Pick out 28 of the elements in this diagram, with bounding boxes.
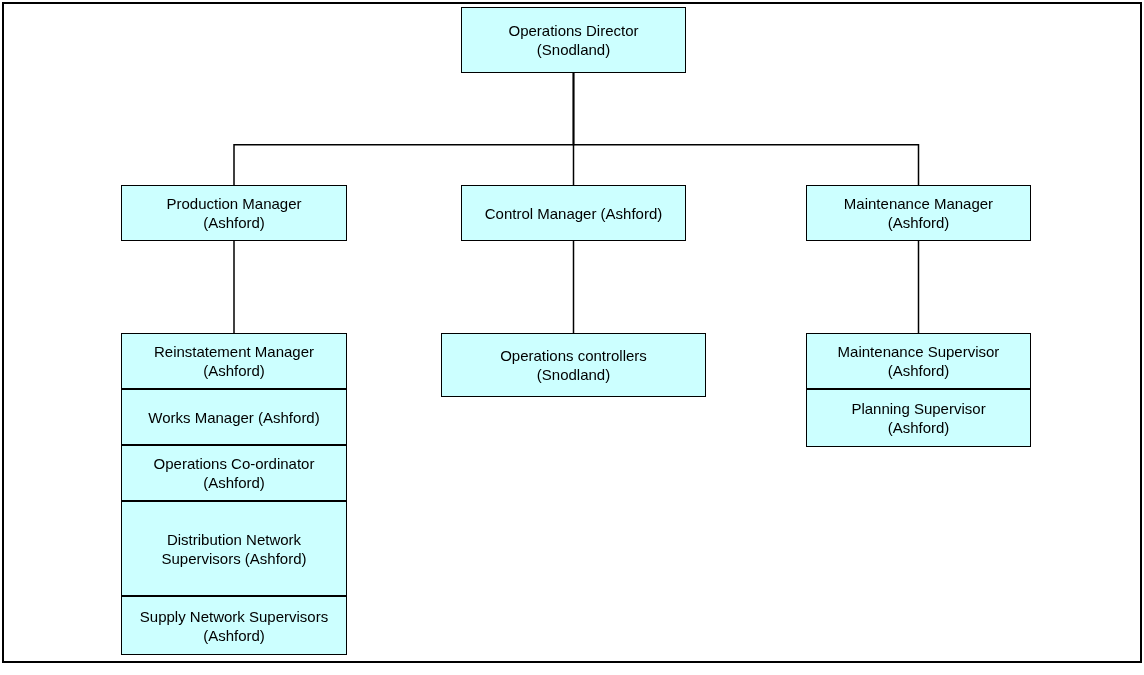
org-box [121,501,347,596]
connector-line [917,240,920,334]
role-text: Supply Network Supervisors (Ashford) [138,606,330,645]
org-box [806,333,1031,389]
role-text: Maintenance Manager (Ashford) [842,194,995,232]
org-box [806,185,1031,241]
role-text: Operations Director (Snodland) [507,21,640,59]
org-box [121,185,347,241]
role-text: Planning Supervisor (Ashford) [850,399,987,437]
connector-line [233,240,235,334]
org-box [121,333,347,389]
role-text: Operations Co-ordinator (Ashford) [152,454,316,492]
org-box [806,389,1031,447]
role-text: Distribution Network Supervisors (Ashford) [160,529,308,568]
org-box [121,596,347,655]
role-text: Reinstatement Manager (Ashford) [152,342,316,380]
role-text: Control Manager (Ashford) [484,203,663,223]
role-text: Operations controllers (Snodland) [499,346,648,384]
role-text: Maintenance Supervisor (Ashford) [836,342,1001,380]
org-box [461,7,686,73]
role-text: Production Manager (Ashford) [165,194,303,232]
connector-line [572,72,920,186]
connector-line [572,240,575,334]
org-box [441,333,706,397]
org-box [461,185,686,241]
org-box [121,445,347,501]
org-box [121,389,347,445]
role-text: Works Manager (Ashford) [148,407,320,427]
